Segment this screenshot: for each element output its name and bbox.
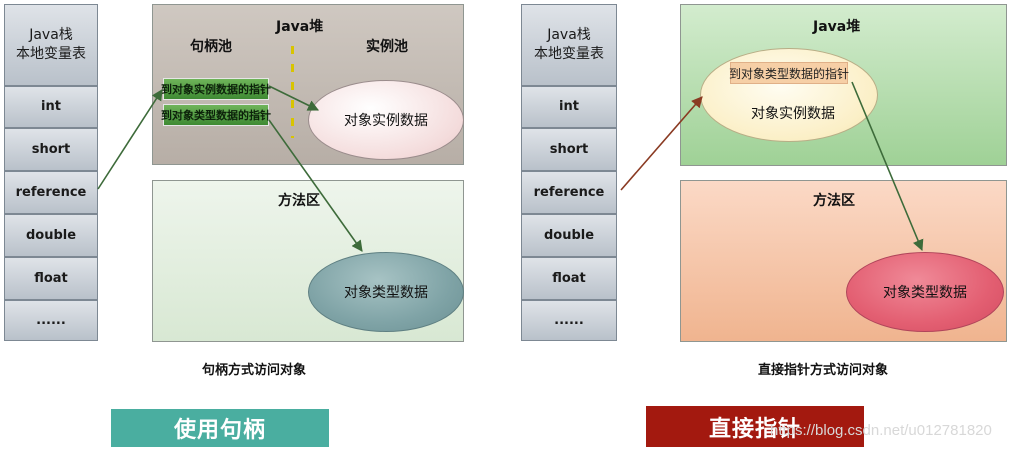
right-stack-item-short: short xyxy=(521,128,617,171)
right-instance-data-label: 对象实例数据 xyxy=(751,106,835,122)
left-banner: 使用句柄 xyxy=(111,409,329,447)
watermark: https://blog.csdn.net/u012781820 xyxy=(770,422,992,439)
left-type-data-ellipse: 对象类型数据 xyxy=(308,252,464,332)
left-stack-item-short: short xyxy=(4,128,98,171)
right-pointer-type: 到对象类型数据的指针 xyxy=(729,62,849,84)
left-instance-data-ellipse: 对象实例数据 xyxy=(308,80,464,160)
right-type-pointer-arrow xyxy=(851,81,924,252)
left-instance-pool-label: 实例池 xyxy=(366,39,408,55)
right-stack-item-int: int xyxy=(521,86,617,128)
right-stack-item-reference: reference xyxy=(521,171,617,214)
left-caption: 句柄方式访问对象 xyxy=(202,363,307,378)
left-method-area-title: 方法区 xyxy=(278,193,320,209)
right-caption: 直接指针方式访问对象 xyxy=(758,363,889,378)
right-heap-title: Java堆 xyxy=(813,19,861,35)
left-stack-header: Java栈 本地变量表 xyxy=(4,4,98,86)
right-stack-item-ellipsis: ...... xyxy=(521,300,617,341)
right-banner: 直接指针 xyxy=(646,406,864,447)
left-instance-pointer-arrow xyxy=(268,85,320,111)
right-stack-item-double: double xyxy=(521,214,617,257)
right-reference-arrow xyxy=(620,96,703,191)
left-reference-arrow xyxy=(97,89,163,190)
left-heap-title: Java堆 xyxy=(276,19,324,35)
left-handle-pool-label: 句柄池 xyxy=(190,39,232,55)
right-method-area-title: 方法区 xyxy=(813,193,855,209)
left-pointer-type: 到对象类型数据的指针 xyxy=(161,104,271,126)
right-type-data-ellipse: 对象类型数据 xyxy=(846,252,1004,332)
left-stack-item-float: float xyxy=(4,257,98,300)
left-type-pointer-arrow xyxy=(268,119,363,252)
left-stack-item-int: int xyxy=(4,86,98,128)
left-stack-item-ellipsis: ...... xyxy=(4,300,98,341)
left-pointer-instance: 到对象实例数据的指针 xyxy=(161,78,271,100)
right-stack-item-float: float xyxy=(521,257,617,300)
right-stack-header: Java栈 本地变量表 xyxy=(521,4,617,86)
left-stack-item-double: double xyxy=(4,214,98,257)
left-stack-item-reference: reference xyxy=(4,171,98,214)
pool-divider xyxy=(291,46,294,138)
